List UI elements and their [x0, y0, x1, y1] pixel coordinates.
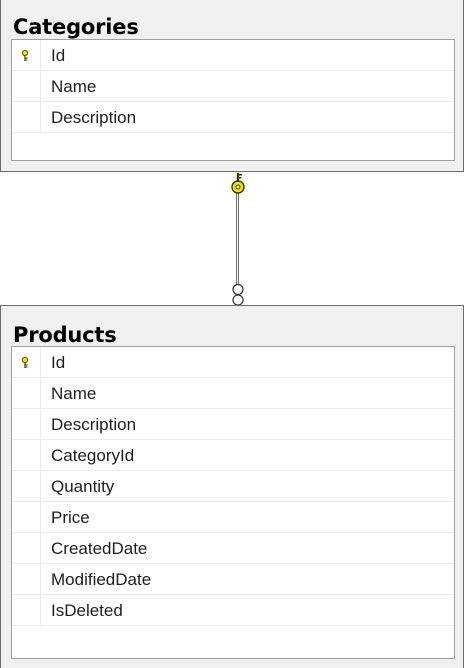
column-name: Description	[51, 415, 137, 434]
column-grid: Id Name Description	[11, 39, 455, 161]
row-selector[interactable]	[12, 378, 41, 408]
table-categories[interactable]: Categories Id Name Descrip	[0, 0, 464, 172]
row-selector[interactable]	[12, 471, 41, 501]
column-name: IsDeleted	[51, 601, 123, 620]
column-name: ModifiedDate	[51, 570, 152, 589]
column-row[interactable]: Description	[12, 409, 454, 440]
relationship-key-icon	[231, 173, 245, 194]
row-selector[interactable]	[12, 71, 41, 101]
row-selector[interactable]	[12, 102, 41, 132]
row-selector[interactable]	[12, 564, 41, 594]
column-row[interactable]: Quantity	[12, 471, 454, 502]
primary-key-icon	[21, 357, 29, 368]
table-title: Categories	[13, 17, 139, 39]
column-row[interactable]: CreatedDate	[12, 533, 454, 564]
table-title: Products	[13, 323, 117, 347]
column-row[interactable]: IsDeleted	[12, 595, 454, 626]
column-row[interactable]: Id	[12, 40, 454, 71]
row-selector[interactable]	[12, 409, 41, 439]
row-selector[interactable]	[12, 40, 41, 70]
table-products[interactable]: Products Id Name Descripti	[0, 305, 464, 668]
row-selector[interactable]	[12, 533, 41, 563]
row-selector[interactable]	[12, 595, 41, 625]
column-name: CreatedDate	[51, 539, 148, 558]
column-row[interactable]: Id	[12, 347, 454, 378]
column-row[interactable]: Name	[12, 378, 454, 409]
row-selector[interactable]	[12, 347, 41, 377]
column-grid: Id Name Description CategoryId Quantity …	[11, 346, 455, 659]
column-row[interactable]: Price	[12, 502, 454, 533]
column-name: Id	[51, 353, 66, 372]
column-row[interactable]: Description	[12, 102, 454, 133]
column-name: Price	[51, 508, 90, 527]
column-name: Quantity	[51, 477, 115, 496]
row-selector[interactable]	[12, 502, 41, 532]
row-selector[interactable]	[12, 440, 41, 470]
primary-key-icon	[21, 50, 29, 61]
column-name: CategoryId	[51, 446, 135, 465]
relationship-line[interactable]	[236, 192, 239, 286]
column-row[interactable]: Name	[12, 71, 454, 102]
column-name: Name	[51, 77, 97, 96]
column-row[interactable]: ModifiedDate	[12, 564, 454, 595]
column-name: Description	[51, 108, 137, 127]
column-name: Name	[51, 384, 97, 403]
relationship-infinity-icon	[232, 283, 244, 306]
column-row[interactable]: CategoryId	[12, 440, 454, 471]
column-name: Id	[51, 46, 66, 65]
